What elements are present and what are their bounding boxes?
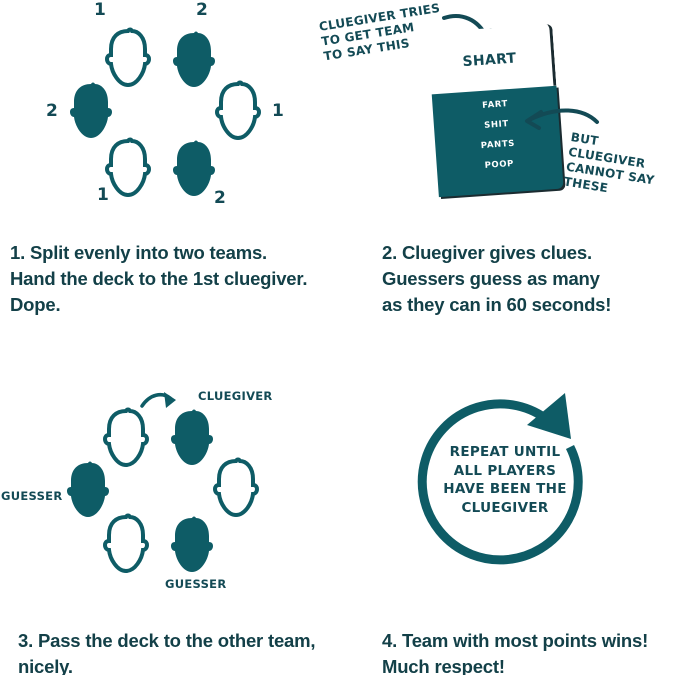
team-label: 1 bbox=[94, 0, 106, 20]
team-label: 1 bbox=[97, 185, 109, 205]
player-filled-head-icon bbox=[171, 516, 213, 572]
player-filled-head-icon bbox=[173, 140, 215, 196]
team-label: 2 bbox=[214, 188, 226, 208]
repeat-instruction: REPEAT UNTIL ALL PLAYERS HAVE BEEN THE C… bbox=[443, 444, 567, 516]
curved-arrow-left-icon bbox=[525, 108, 599, 130]
team-label: 1 bbox=[272, 101, 284, 121]
card-forbidden-area: FART SHIT PANTS POOP bbox=[431, 85, 564, 198]
step-1-caption: 1. Split evenly into two teams. Hand the… bbox=[10, 242, 308, 315]
step-3-caption: 3. Pass the deck to the other team, nice… bbox=[18, 630, 316, 675]
guesser-label: GUESSER bbox=[1, 489, 63, 503]
player-filled-head-icon bbox=[70, 82, 112, 138]
cannot-say-annotation: BUT CLUEGIVER CANNOT SAY THESE bbox=[562, 130, 656, 196]
player-outline-head-icon bbox=[215, 80, 261, 140]
team-label: 2 bbox=[46, 101, 58, 121]
player-outline-head-icon bbox=[103, 513, 149, 573]
team-label: 2 bbox=[196, 0, 208, 20]
player-filled-head-icon bbox=[67, 461, 109, 517]
cluegiver-label: CLUEGIVER bbox=[198, 389, 273, 403]
step-4-caption: 4. Team with most points wins! Much resp… bbox=[382, 630, 649, 675]
repeat-cycle-icon bbox=[417, 393, 583, 565]
pass-arrow-icon bbox=[140, 392, 176, 408]
player-outline-head-icon bbox=[213, 457, 259, 517]
step-2-caption: 2. Cluegiver gives clues. Guessers guess… bbox=[382, 242, 612, 315]
guesser-label: GUESSER bbox=[165, 577, 227, 591]
forbidden-word: PANTS bbox=[480, 138, 516, 152]
player-outline-head-icon bbox=[105, 137, 151, 197]
forbidden-word: POOP bbox=[484, 158, 515, 171]
